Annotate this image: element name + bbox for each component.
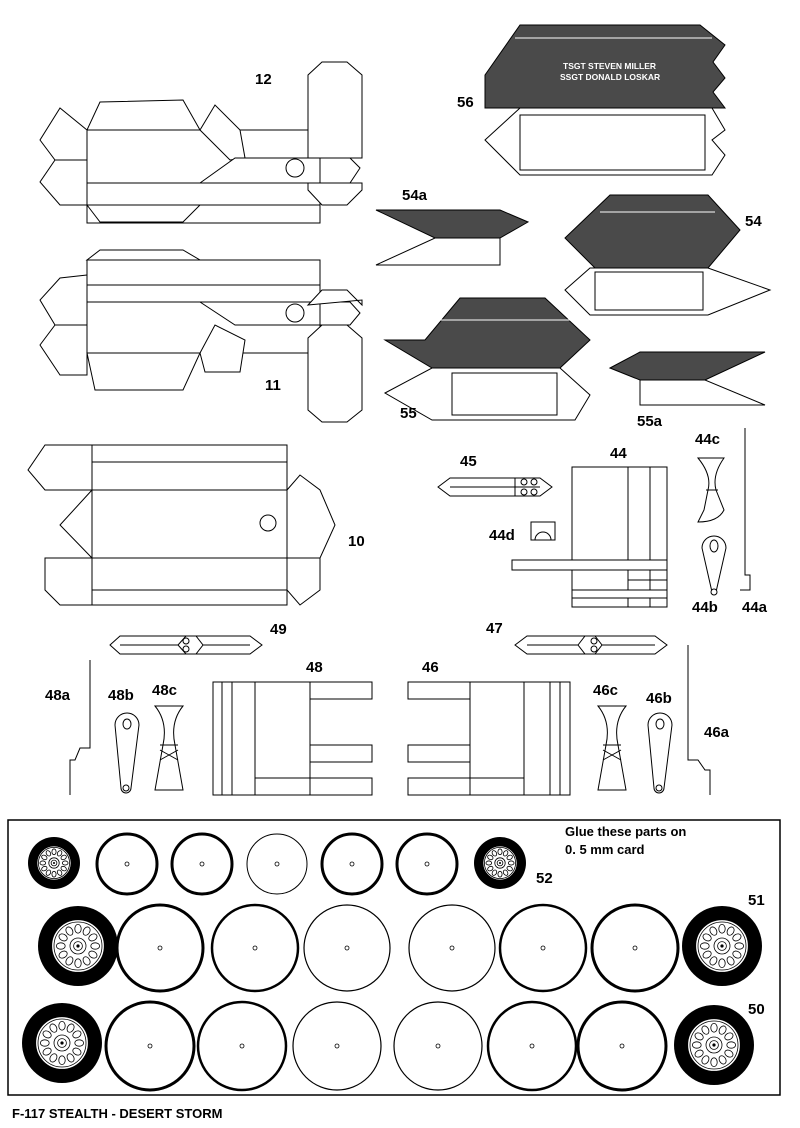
part-44d <box>530 521 556 541</box>
label-part-48c: 48c <box>152 682 177 699</box>
label-part-52: 52 <box>536 870 553 887</box>
part-46a <box>687 645 711 795</box>
card-note-line-1: Glue these parts on <box>565 824 686 839</box>
label-part-12: 12 <box>255 71 272 88</box>
wheel-disc-51-1 <box>115 903 205 993</box>
part-44c <box>696 457 725 523</box>
part-48c <box>153 705 185 791</box>
label-part-48b: 48b <box>108 687 134 704</box>
label-part-46a: 46a <box>704 724 730 741</box>
part-11-net <box>39 249 363 423</box>
label-part-48a: 48a <box>45 687 71 704</box>
wheel-disc-51-6 <box>590 903 680 993</box>
label-part-50: 50 <box>748 1001 765 1018</box>
part-49-net <box>109 635 263 655</box>
wheel-disc-50-2 <box>196 1000 288 1092</box>
part-10-net <box>27 444 336 606</box>
wheel-disc-50-6 <box>576 1000 668 1092</box>
wheel-disc-50-3 <box>292 1001 382 1091</box>
wheel-disc-52-2 <box>170 832 234 896</box>
wheel-disc-52-5 <box>395 832 459 896</box>
wheel-disc-50-5 <box>486 1000 578 1092</box>
part-54a-net <box>375 209 530 266</box>
label-part-56: 56 <box>457 94 474 111</box>
wheel-disc-51-2 <box>210 903 300 993</box>
wheel-disc-51-4 <box>408 904 496 992</box>
label-part-10: 10 <box>348 533 365 550</box>
part-48a <box>69 660 91 795</box>
part-48b <box>114 712 140 794</box>
label-part-46c: 46c <box>593 682 618 699</box>
label-part-54a: 54a <box>402 187 428 204</box>
label-part-46b: 46b <box>646 690 672 707</box>
part-55a-net <box>608 351 766 406</box>
wheel-parts <box>22 832 762 1092</box>
label-part-55a: 55a <box>637 413 663 430</box>
card-note-line-2: 0. 5 mm card <box>565 842 645 857</box>
part-48-net <box>212 681 373 796</box>
wheel-disc-51-5 <box>498 903 588 993</box>
part-47-net <box>514 635 668 655</box>
wheel-disc-51-3 <box>303 904 391 992</box>
wheel-tire-50-left <box>22 1003 102 1083</box>
label-part-44b: 44b <box>692 599 718 616</box>
label-part-44a: 44a <box>742 599 768 616</box>
wheel-disc-50-4 <box>393 1001 483 1091</box>
sheet-title: F-117 STEALTH - DESERT STORM <box>12 1106 222 1121</box>
part-46b <box>647 712 673 794</box>
label-part-54: 54 <box>745 213 762 230</box>
crew-name-1: TSGT STEVEN MILLER <box>563 61 656 71</box>
part-12-net <box>39 61 363 224</box>
label-part-51: 51 <box>748 892 765 909</box>
part-54-net <box>564 194 772 316</box>
part-44a <box>740 428 751 591</box>
wheel-disc-50-1 <box>104 1000 196 1092</box>
label-part-44c: 44c <box>695 431 720 448</box>
wheel-tire-51-right <box>682 906 762 986</box>
label-part-11: 11 <box>265 377 281 394</box>
label-part-45: 45 <box>460 453 477 470</box>
part-56-net <box>484 24 726 176</box>
wheel-disc-52-4 <box>320 832 384 896</box>
label-part-48: 48 <box>306 659 323 676</box>
wheel-tire-51-left <box>38 906 118 986</box>
part-46-net <box>407 681 571 796</box>
label-part-46: 46 <box>422 659 439 676</box>
label-part-47: 47 <box>486 620 503 637</box>
label-part-55: 55 <box>400 405 417 422</box>
wheel-tire-52-left <box>28 837 80 889</box>
wheel-disc-52-1 <box>95 832 159 896</box>
part-46c <box>596 705 628 791</box>
card-parts-panel <box>7 819 781 1096</box>
wheel-disc-52-3 <box>246 833 308 895</box>
part-44-net <box>511 466 668 608</box>
part-44b <box>701 535 727 596</box>
label-part-44: 44 <box>610 445 627 462</box>
label-part-44d: 44d <box>489 527 515 544</box>
label-part-49: 49 <box>270 621 287 638</box>
wheel-tire-50-right <box>674 1005 754 1085</box>
part-45-net <box>437 477 553 497</box>
crew-name-2: SSGT DONALD LOSKAR <box>560 72 660 82</box>
wheel-tire-52-right <box>474 837 526 889</box>
part-55-net <box>383 297 591 421</box>
